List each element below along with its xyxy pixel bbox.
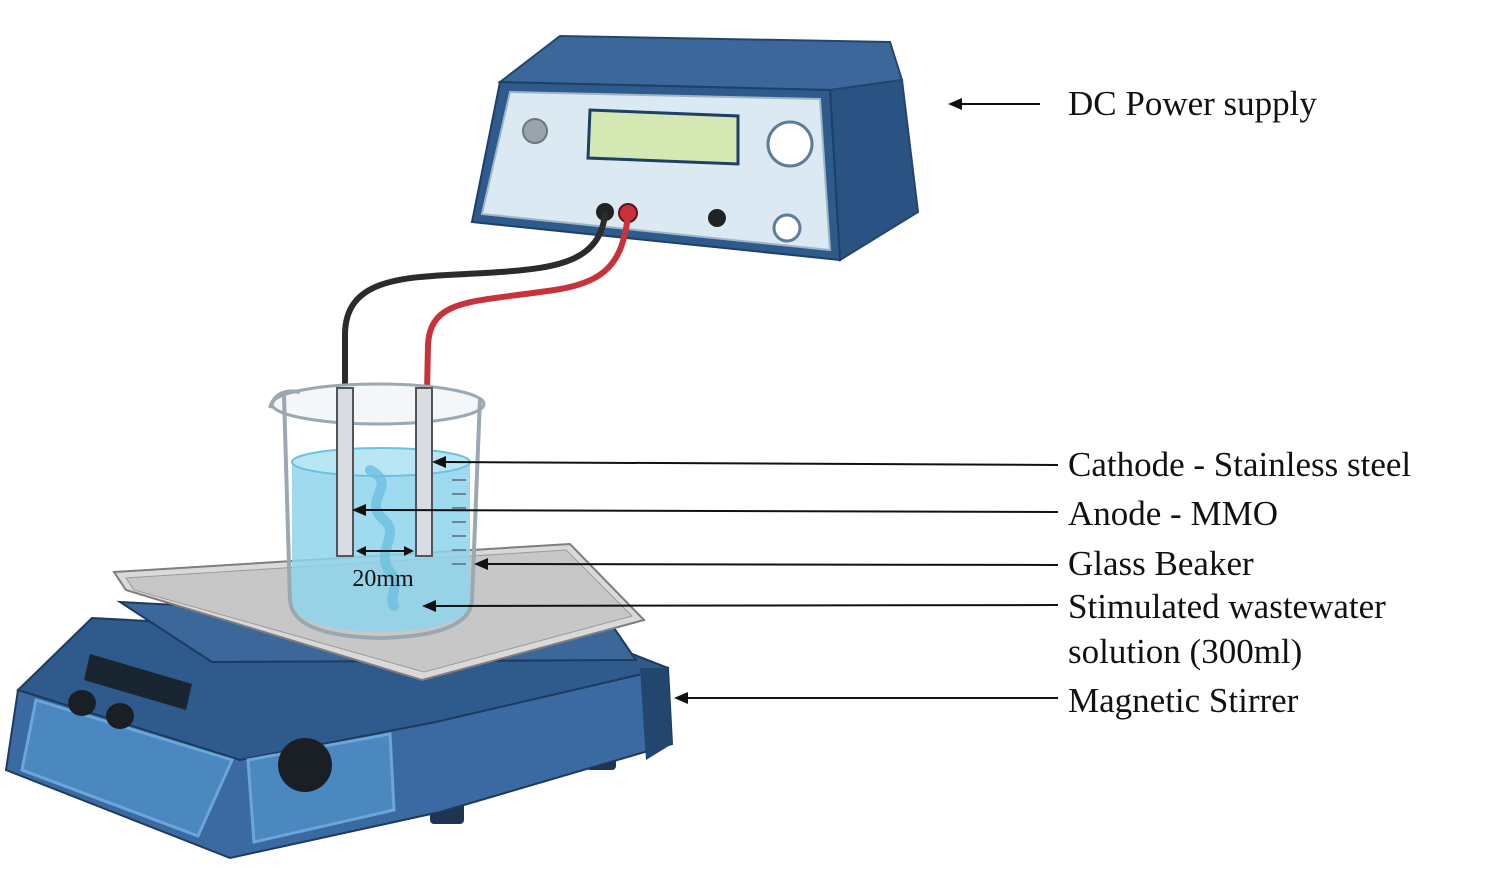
label-solution-line1: Stimulated wastewater (1068, 587, 1386, 626)
knob-icon (522, 118, 548, 144)
arrow-icon (432, 456, 446, 468)
arrow-icon (474, 558, 488, 570)
knob-icon (68, 690, 96, 716)
switch-icon (708, 209, 726, 227)
speed-knob-icon (278, 738, 332, 792)
dc-power-supply (470, 34, 920, 262)
cathode-electrode (415, 387, 433, 557)
stirrer-control-panel (20, 698, 235, 838)
label-dc-power-supply: DC Power supply (1068, 84, 1317, 123)
knob-icon (106, 703, 134, 729)
red-wire (424, 212, 631, 395)
power-supply-front-panel (480, 90, 832, 252)
black-wire (342, 211, 608, 395)
leader-arrows (352, 98, 1059, 704)
round-button-icon (766, 120, 814, 168)
arrow-icon (674, 692, 688, 704)
glass-beaker: 20mm (268, 382, 486, 641)
electrode-gap-label: 20mm (352, 566, 414, 592)
label-anode: Anode - MMO (1068, 494, 1278, 533)
arrow-icon (948, 98, 962, 110)
arrow-icon (352, 504, 366, 516)
display-screen (586, 108, 740, 166)
label-solution-line2: solution (300ml) (1068, 632, 1303, 671)
label-magnetic-stirrer: Magnetic Stirrer (1068, 681, 1299, 720)
label-glass-beaker: Glass Beaker (1068, 544, 1254, 583)
stirrer-display (84, 654, 192, 710)
anode-electrode (336, 387, 354, 557)
indicator-icon (772, 213, 802, 243)
arrow-icon (422, 600, 436, 612)
label-cathode: Cathode - Stainless steel (1068, 445, 1412, 484)
